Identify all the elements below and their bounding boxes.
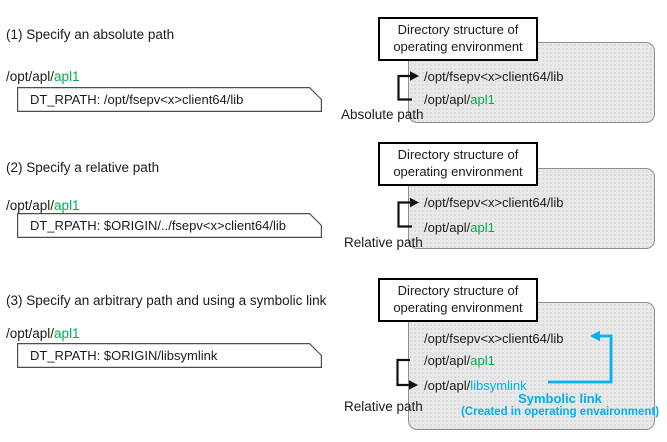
- section3-lib-dir: /opt/fsepv<x>client64/lib: [424, 331, 564, 346]
- section2-path-type-label: Relative path: [344, 235, 423, 250]
- section2-app-path: /opt/apl/apl1: [6, 198, 80, 214]
- section1-app-entry-prefix: /opt/apl/: [424, 92, 471, 107]
- section3-app-entry: /opt/apl/apl1: [424, 353, 495, 368]
- section3-app-path-name: apl1: [54, 326, 80, 341]
- section2-app-entry: /opt/apl/apl1: [424, 220, 495, 235]
- section1-path-type-label: Absolute path: [341, 107, 424, 122]
- section1-app-entry-name: apl1: [470, 92, 495, 107]
- rpath-box-shape: [17, 213, 322, 238]
- section2-app-path-prefix: /opt/apl/: [6, 198, 55, 213]
- section3-rpath-box: DT_RPATH: $ORIGIN/libsymlink: [17, 343, 322, 368]
- section3-symlink-entry-name: libsymlink: [470, 378, 527, 393]
- section3-directory-panel: [408, 302, 655, 430]
- section2-app-entry-prefix: /opt/apl/: [424, 220, 471, 235]
- section1-app-path-prefix: /opt/apl/: [6, 69, 55, 84]
- symbolic-link-note-line2: (Created in operating envaironment): [460, 406, 660, 418]
- section2-rpath-value: DT_RPATH: $ORIGIN/../fsepv<x>client64/li…: [30, 218, 286, 233]
- section2-app-path-name: apl1: [54, 198, 80, 213]
- section2-env-title-box: Directory structure of operating environ…: [378, 142, 538, 186]
- section2-lib-dir: /opt/fsepv<x>client64/lib: [424, 195, 564, 210]
- section3-app-entry-name: apl1: [470, 353, 495, 368]
- section1-app-path-name: apl1: [54, 69, 80, 84]
- section2-heading: (2) Specify a relative path: [6, 160, 160, 175]
- rpath-box-shape: [17, 343, 322, 368]
- section1-lib-dir: /opt/fsepv<x>client64/lib: [424, 69, 564, 84]
- section3-symlink-entry-prefix: /opt/apl/: [424, 378, 471, 393]
- section3-heading: (3) Specify an arbitrary path and using …: [6, 293, 327, 308]
- section3-env-title-box: Directory structure of operating environ…: [378, 278, 538, 322]
- section2-app-entry-name: apl1: [470, 220, 495, 235]
- section1-app-entry: /opt/apl/apl1: [424, 92, 495, 107]
- section3-path-type-label: Relative path: [344, 399, 423, 414]
- section1-rpath-value: DT_RPATH: /opt/fsepv<x>client64/lib: [30, 92, 244, 107]
- symbolic-link-note-line1: Symbolic link: [518, 391, 602, 406]
- section3-rpath-value: DT_RPATH: $ORIGIN/libsymlink: [30, 348, 218, 363]
- section1-heading: (1) Specify an absolute path: [6, 27, 175, 42]
- section1-app-path: /opt/apl/apl1: [6, 69, 80, 85]
- section3-app-path-prefix: /opt/apl/: [6, 326, 55, 341]
- section3-app-entry-prefix: /opt/apl/: [424, 353, 471, 368]
- section3-app-path: /opt/apl/apl1: [6, 326, 80, 342]
- section2-rpath-box: DT_RPATH: $ORIGIN/../fsepv<x>client64/li…: [17, 213, 322, 238]
- section1-rpath-box: DT_RPATH: /opt/fsepv<x>client64/lib: [17, 87, 322, 112]
- section3-symlink-entry: /opt/apl/libsymlink: [424, 378, 527, 393]
- rpath-box-shape: [17, 87, 322, 112]
- section1-env-title-box: Directory structure of operating environ…: [378, 17, 538, 61]
- symbolic-link-note: Symbolic link (Created in operating enva…: [450, 392, 667, 419]
